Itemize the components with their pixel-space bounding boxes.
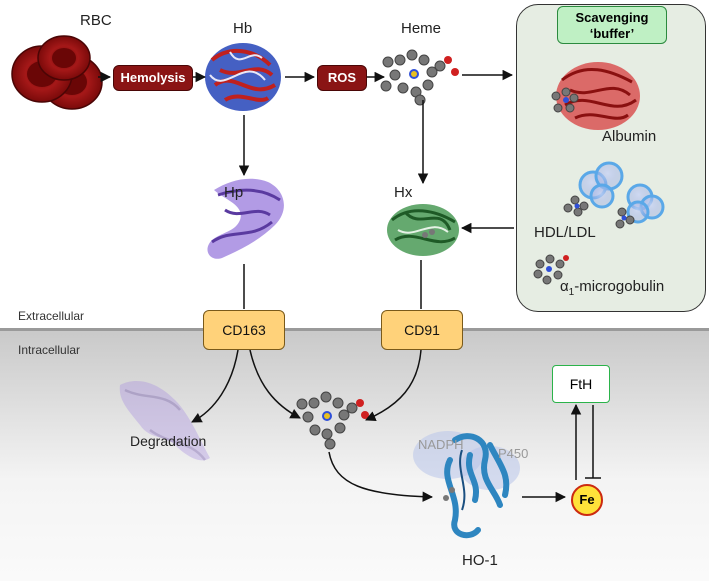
label-hdl-ldl: HDL/LDL bbox=[534, 224, 596, 241]
rbc-illustration bbox=[11, 35, 103, 110]
alpha-symbol: α bbox=[560, 278, 569, 295]
arrow-cd91-to-heme bbox=[365, 349, 422, 421]
label-rbc: RBC bbox=[80, 12, 112, 29]
hemolysis-step: Hemolysis bbox=[113, 65, 193, 91]
label-degradation: Degradation bbox=[130, 433, 207, 449]
ho1-protein-icon bbox=[413, 431, 520, 539]
label-extracellular: Extracellular bbox=[18, 309, 85, 323]
label-hb: Hb bbox=[233, 20, 253, 37]
cd91-receptor: CD91 bbox=[381, 310, 463, 350]
scavenging-title: Scavenging ‘buffer’ bbox=[557, 6, 667, 44]
label-intracellular: Intracellular bbox=[18, 343, 81, 357]
alpha-rest: -microgobulin bbox=[574, 278, 665, 295]
label-hx: Hx bbox=[394, 184, 413, 201]
ros-step: ROS bbox=[317, 65, 367, 91]
hb-protein-icon bbox=[205, 43, 281, 111]
heme-molecule-top bbox=[380, 49, 459, 106]
fth-box: FtH bbox=[552, 365, 610, 403]
label-nadph: NADPH bbox=[418, 437, 464, 452]
alpha-subscript: 1 bbox=[568, 287, 575, 298]
hdl-ldl-particles-icon bbox=[563, 161, 665, 229]
degraded-hp-icon bbox=[119, 380, 210, 461]
heme-molecule-intracellular bbox=[296, 391, 369, 450]
label-ho1: HO-1 bbox=[462, 552, 498, 569]
cd163-receptor: CD163 bbox=[203, 310, 285, 350]
hp-protein-icon bbox=[207, 178, 284, 259]
label-heme: Heme bbox=[401, 20, 442, 37]
albumin-protein-icon bbox=[551, 62, 640, 130]
scavenging-title-line1: Scavenging bbox=[575, 10, 649, 25]
membrane-line bbox=[0, 328, 709, 331]
label-albumin: Albumin bbox=[602, 128, 657, 145]
label-p450: P450 bbox=[498, 446, 529, 461]
arrow-cd163-to-heme bbox=[249, 349, 301, 419]
arrow-cd163-to-degradation bbox=[191, 349, 239, 423]
arrow-heme-to-ho1 bbox=[328, 451, 434, 502]
scavenging-title-line2: ‘buffer’ bbox=[589, 26, 635, 41]
label-hp: Hp bbox=[224, 184, 244, 201]
fe-node: Fe bbox=[571, 484, 603, 516]
a1m-heme-icon bbox=[533, 254, 569, 285]
label-alpha1-microglobulin: α1-microgobulin bbox=[560, 278, 664, 298]
hx-protein-icon bbox=[387, 204, 459, 256]
pathway-arrows bbox=[98, 69, 601, 503]
